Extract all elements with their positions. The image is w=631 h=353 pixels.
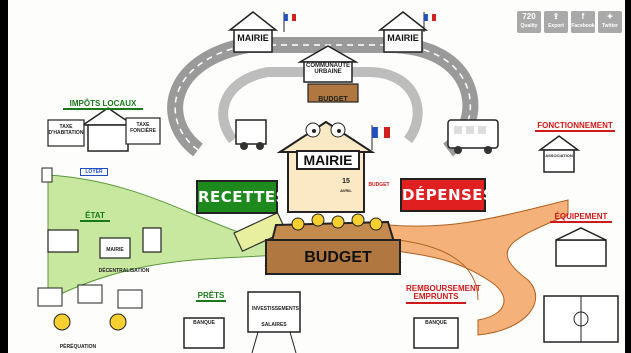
mairie-left-label: MAIRIE xyxy=(237,33,269,43)
twitter-icon: ✦ xyxy=(606,12,614,21)
budget-top-label: BUDGET xyxy=(318,96,348,103)
twitter-button[interactable]: ✦ Twitter xyxy=(598,11,622,33)
flag-icon-left xyxy=(283,12,296,32)
scene-drawing xyxy=(37,11,619,353)
truck-icon xyxy=(235,119,267,150)
mairie-right-label: MAIRIE xyxy=(387,33,419,43)
impots-locaux-label: IMPÔTS LOCAUX xyxy=(63,99,143,111)
taxe-habitation-label: TAXE D'HABITATION xyxy=(48,124,84,136)
budget-main-label: BUDGET xyxy=(304,249,372,266)
quality-button[interactable]: 720 Quality xyxy=(517,11,541,33)
house-impots xyxy=(80,107,136,152)
inner-road xyxy=(218,67,423,144)
easel-board xyxy=(247,291,301,353)
export-label: Export xyxy=(548,23,564,29)
calculator-icon xyxy=(41,167,53,183)
banque-right-label: BANQUE xyxy=(425,320,447,326)
budget-board-label: BUDGET xyxy=(368,182,390,188)
facebook-label: Facebook xyxy=(571,23,595,29)
taxe-fonciere-label: TAXE FONCIÈRE xyxy=(130,122,156,134)
quality-icon: 720 xyxy=(522,12,536,21)
flag-icon-right xyxy=(423,12,436,32)
depenses-sign: DÉPENSES xyxy=(400,178,494,212)
loyer-label: LOYER xyxy=(80,168,108,176)
banque-left-label: BANQUE xyxy=(193,320,215,326)
budget-box xyxy=(264,213,402,275)
depenses-flow xyxy=(387,199,569,336)
taxe-fonciere-paper xyxy=(125,117,161,145)
salaires-label: SALAIRES xyxy=(261,322,287,328)
house-mairie-left xyxy=(227,11,279,53)
share-icon: ⇪ xyxy=(552,12,560,21)
facebook-button[interactable]: f Facebook xyxy=(571,11,595,33)
calendar-month: AVRIL xyxy=(340,188,352,193)
communaute-label: COMMUNAUTÉ URBAINE xyxy=(306,63,350,75)
etat-buildings xyxy=(47,227,162,259)
bank-right xyxy=(413,317,459,349)
association-label: ASSOCIATION xyxy=(545,153,573,158)
twitter-label: Twitter xyxy=(601,23,619,29)
recettes-sign: RECETTES xyxy=(196,180,286,214)
mairie-small-label: MAIRIE xyxy=(106,247,124,253)
perequation-label: PÉRÉQUATION xyxy=(59,344,97,350)
etat-label: ÉTAT xyxy=(80,211,110,223)
ladder-ramp xyxy=(233,211,287,253)
house-mairie-right xyxy=(377,11,429,53)
remboursement-label: REMBOURSEMENT EMPRUNTS xyxy=(406,284,481,304)
bank-left xyxy=(183,317,225,349)
quality-label: Quality xyxy=(520,23,538,29)
school-building xyxy=(555,227,607,267)
export-button[interactable]: ⇪ Export xyxy=(544,11,568,33)
equipement-label: ÉQUIPEMENT xyxy=(550,212,612,224)
whiteboard-canvas: MAIRIE MAIRIE COMMUNAUTÉ URBAINE BUDGET … xyxy=(8,0,625,353)
player-toolbar: 720 Quality ⇪ Export f Facebook ✦ Twitte… xyxy=(517,11,622,33)
association-house xyxy=(537,135,581,173)
taxe-habitation-paper xyxy=(47,119,85,147)
calendar-day: 15 xyxy=(342,178,350,185)
flag-icon-center xyxy=(371,125,390,150)
facebook-icon: f xyxy=(581,12,585,21)
house-communaute xyxy=(297,45,359,103)
fonctionnement-label: FONCTIONNEMENT xyxy=(535,121,615,133)
investissements-label: INVESTISSEMENTS xyxy=(252,306,299,312)
bus-icon xyxy=(447,119,499,154)
perequation-houses xyxy=(37,284,143,331)
decentralisation-label: DÉCENTRALISATION xyxy=(98,268,150,274)
central-mairie-label: MAIRIE xyxy=(296,150,360,170)
prets-label: PRÊTS xyxy=(196,291,226,303)
